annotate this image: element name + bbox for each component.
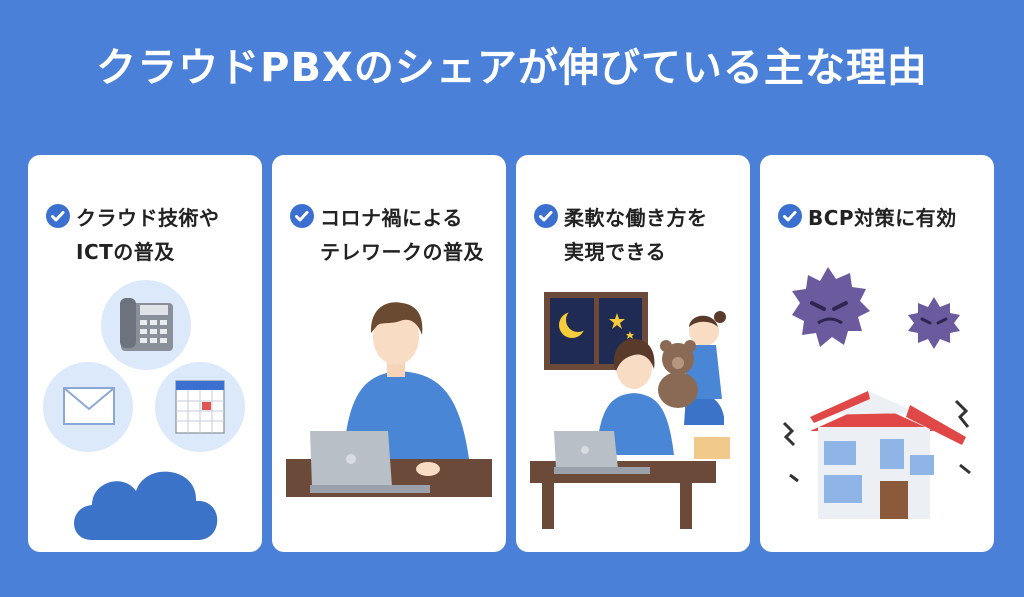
card-line-1: 柔軟な働き方を [564,206,708,230]
desk-phone-icon [120,298,173,351]
virus-large-icon [792,267,870,347]
card-text: クラウド技術や ICTの普及 [76,201,220,269]
reason-card-1: クラウド技術や ICTの普及 [28,155,262,552]
check-circle-icon [46,204,70,228]
card-line-2: 実現できる [564,240,667,264]
cardboard-box [694,437,730,459]
card-line-1: クラウド技術や [76,206,220,230]
check-circle-icon [534,204,558,228]
house-icon [810,391,966,519]
bcp-illustration [782,267,971,519]
card-heading: 柔軟な働き方を 実現できる [534,201,744,269]
person-hand [416,462,440,476]
calendar-icon [175,380,225,434]
card-text: コロナ禍による テレワークの普及 [320,201,484,269]
person-with-laptop-illustration [286,302,492,497]
reason-card-2: コロナ禍による テレワークの普及 [272,155,506,552]
night-window [544,292,648,370]
page-title: クラウドPBXのシェアが伸びている主な理由 [96,45,928,91]
reason-card-4: BCP対策に有効 [760,155,994,552]
envelope-icon [63,387,115,425]
card-heading: BCP対策に有効 [778,201,988,235]
virus-small-icon [908,297,960,349]
reason-card-3: 柔軟な働き方を 実現できる [516,155,750,552]
check-circle-icon [778,204,802,228]
shake-lines-icon [782,399,971,483]
phone-mail-calendar-cloud-illustration [43,280,245,540]
card-line-2: ICTの普及 [76,240,175,264]
cloud-icon [74,471,218,540]
card-text: 柔軟な働き方を 実現できる [564,201,708,269]
laptop-base [554,467,650,474]
card-heading: コロナ禍による テレワークの普及 [290,201,500,269]
laptop-base [310,485,430,493]
person-hair [370,302,423,335]
card-line-1: BCP対策に有効 [808,206,957,230]
card-line-2: テレワークの普及 [320,240,484,264]
check-circle-icon [290,204,314,228]
card-heading: クラウド技術や ICTの普及 [46,201,256,269]
parent-figure [596,338,674,455]
card-text: BCP対策に有効 [808,201,957,235]
card-line-1: コロナ禍による [320,206,463,230]
night-work-illustration [530,292,730,529]
child-with-bear [658,311,726,425]
